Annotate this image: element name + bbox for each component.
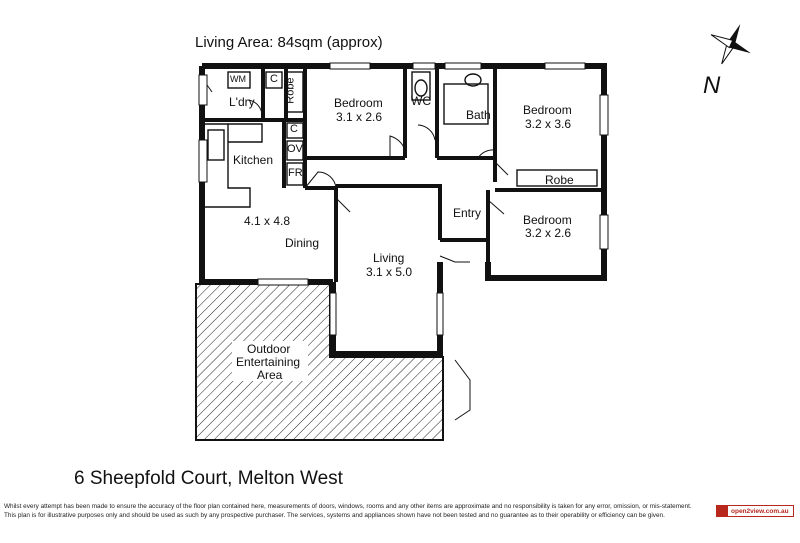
- door-swings: [199, 74, 509, 421]
- outdoor-label-line2: Entertaining: [236, 355, 301, 369]
- robe-vertical-label: Robe: [284, 77, 297, 104]
- disclaimer-line-1: Whilst every attempt has been made to en…: [4, 503, 692, 510]
- compass-icon: [710, 24, 751, 65]
- interior-walls: [202, 66, 604, 282]
- bedroom2-size: 3.2 x 3.6: [525, 117, 572, 131]
- outdoor-label-line3: Area: [257, 368, 283, 382]
- living-name: Living: [373, 251, 405, 265]
- fridge-label: FR: [288, 167, 303, 179]
- wc-label: WC: [411, 94, 431, 108]
- open2view-logo: open2view.com.au: [716, 505, 794, 517]
- kitchen-dining-size: 4.1 x 4.8: [244, 214, 291, 228]
- entry-label: Entry: [453, 206, 482, 220]
- logo-text: open2view.com.au: [731, 507, 789, 515]
- logo-mark-icon: [717, 506, 728, 516]
- disclaimer: Whilst every attempt has been made to en…: [4, 503, 709, 520]
- oven-label: OV: [287, 143, 303, 155]
- property-address: 6 Sheepfold Court, Melton West: [74, 468, 343, 489]
- robe-label: Robe: [545, 173, 574, 187]
- fixtures: [205, 71, 598, 208]
- compass-label: N: [703, 72, 721, 99]
- bedroom3-name: Bedroom: [523, 213, 572, 227]
- disclaimer-line-2: This plan is for illustrative purposes o…: [4, 511, 665, 519]
- dining-label: Dining: [285, 236, 320, 250]
- kitchen-cupboard-label: C: [290, 123, 298, 135]
- kitchen-label: Kitchen: [233, 153, 274, 167]
- bedroom3-size: 3.2 x 2.6: [525, 226, 572, 240]
- outdoor-label-line1: Outdoor: [247, 342, 291, 356]
- living-size: 3.1 x 5.0: [366, 265, 413, 279]
- windows: [198, 62, 609, 336]
- bedroom1-name: Bedroom: [334, 96, 383, 110]
- laundry-label: L'dry: [229, 95, 255, 109]
- outdoor-label-box: [232, 341, 308, 381]
- living-area-title: Living Area: 84sqm (approx): [195, 34, 383, 51]
- bath-label: Bath: [466, 108, 491, 122]
- laundry-wm-label: WM: [230, 74, 246, 84]
- bedroom1-size: 3.1 x 2.6: [336, 110, 383, 124]
- laundry-cupboard-label: C: [270, 73, 278, 85]
- bedroom2-name: Bedroom: [523, 103, 572, 117]
